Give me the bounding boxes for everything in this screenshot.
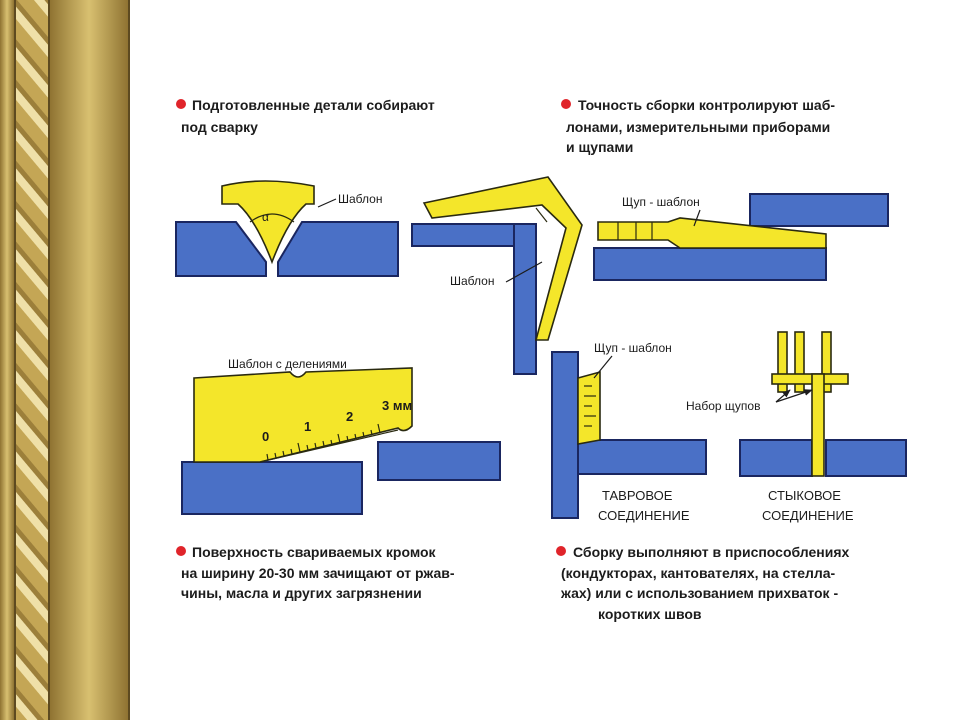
bullet-dot [556, 546, 566, 556]
scale-ticks [266, 423, 381, 461]
scale-mark-0: 0 [262, 429, 269, 444]
tee-joint-figure: Щуп - шаблон ТАВРОВОЕ СОЕДИНЕНИЕ [551, 341, 707, 523]
metal-plate-right [825, 439, 907, 477]
feeler-holder [771, 373, 849, 385]
bullet-text-top-right: Точность сборки контролируют шаб- лонами… [566, 97, 839, 155]
bullet-text-top-left: Подготовленные детали собирают под сварк… [181, 97, 439, 135]
feeler-template-gauge [597, 217, 827, 249]
lap-feeler-figure: Щуп - шаблон [593, 193, 889, 281]
metal-plate-upper [749, 193, 889, 227]
feeler-blade-inserted [811, 373, 825, 477]
decorative-gold-border [0, 0, 165, 720]
feeler-blade-3 [821, 331, 832, 393]
feeler-blade-2 [794, 331, 805, 393]
metal-plate-right [277, 221, 399, 277]
metal-plate-left [175, 221, 267, 277]
scale-mark-2: 2 [346, 409, 353, 424]
scale-mark-1: 1 [304, 419, 311, 434]
butt-joint-caption: СТЫКОВОЕ СОЕДИНЕНИЕ [762, 488, 854, 523]
metal-plate-right [377, 441, 501, 481]
template-label-1: Шаблон [338, 192, 382, 206]
feeler-template-label-2: Щуп - шаблон [594, 341, 672, 355]
v-template-gauge [221, 180, 315, 265]
metal-plate-vertical [513, 223, 537, 375]
metal-plate-lower [593, 247, 827, 281]
angle-alpha-label: α [262, 210, 269, 224]
v-groove-template-figure: α Шаблон [175, 180, 399, 277]
tee-feeler-gauge [577, 370, 601, 445]
bullet-text-bottom-right: Сборку выполняют в приспособлениях (конд… [560, 544, 853, 622]
feeler-template-label-1: Щуп - шаблон [622, 195, 700, 209]
bullet-dot [561, 99, 571, 109]
template-scale-label: Шаблон с делениями [228, 357, 347, 371]
corner-template-gauge [422, 176, 583, 341]
scale-mark-3: 3 мм [382, 398, 412, 413]
butt-joint-figure: Набор щупов СТЫКОВОЕ СОЕДИНЕНИЕ [686, 331, 907, 523]
metal-plate-left [739, 439, 813, 477]
template-label-2: Шаблон [450, 274, 494, 288]
graduated-template-gauge [193, 367, 413, 463]
graduated-template-figure: 0 1 2 3 мм Шаблон с делениями [181, 357, 501, 515]
metal-plate-horizontal [577, 439, 707, 475]
feeler-set-label: Набор щупов [686, 399, 760, 413]
metal-plate-vertical [551, 351, 579, 519]
bullet-dot [176, 99, 186, 109]
bullet-dot [176, 546, 186, 556]
metal-plate-horizontal [411, 223, 521, 247]
metal-plate-left [181, 461, 363, 515]
corner-template-figure: Шаблон [411, 176, 583, 375]
bullet-text-bottom-left: Поверхность свариваемых кромок на ширину… [181, 544, 458, 601]
tee-joint-caption: ТАВРОВОЕ СОЕДИНЕНИЕ [598, 488, 690, 523]
